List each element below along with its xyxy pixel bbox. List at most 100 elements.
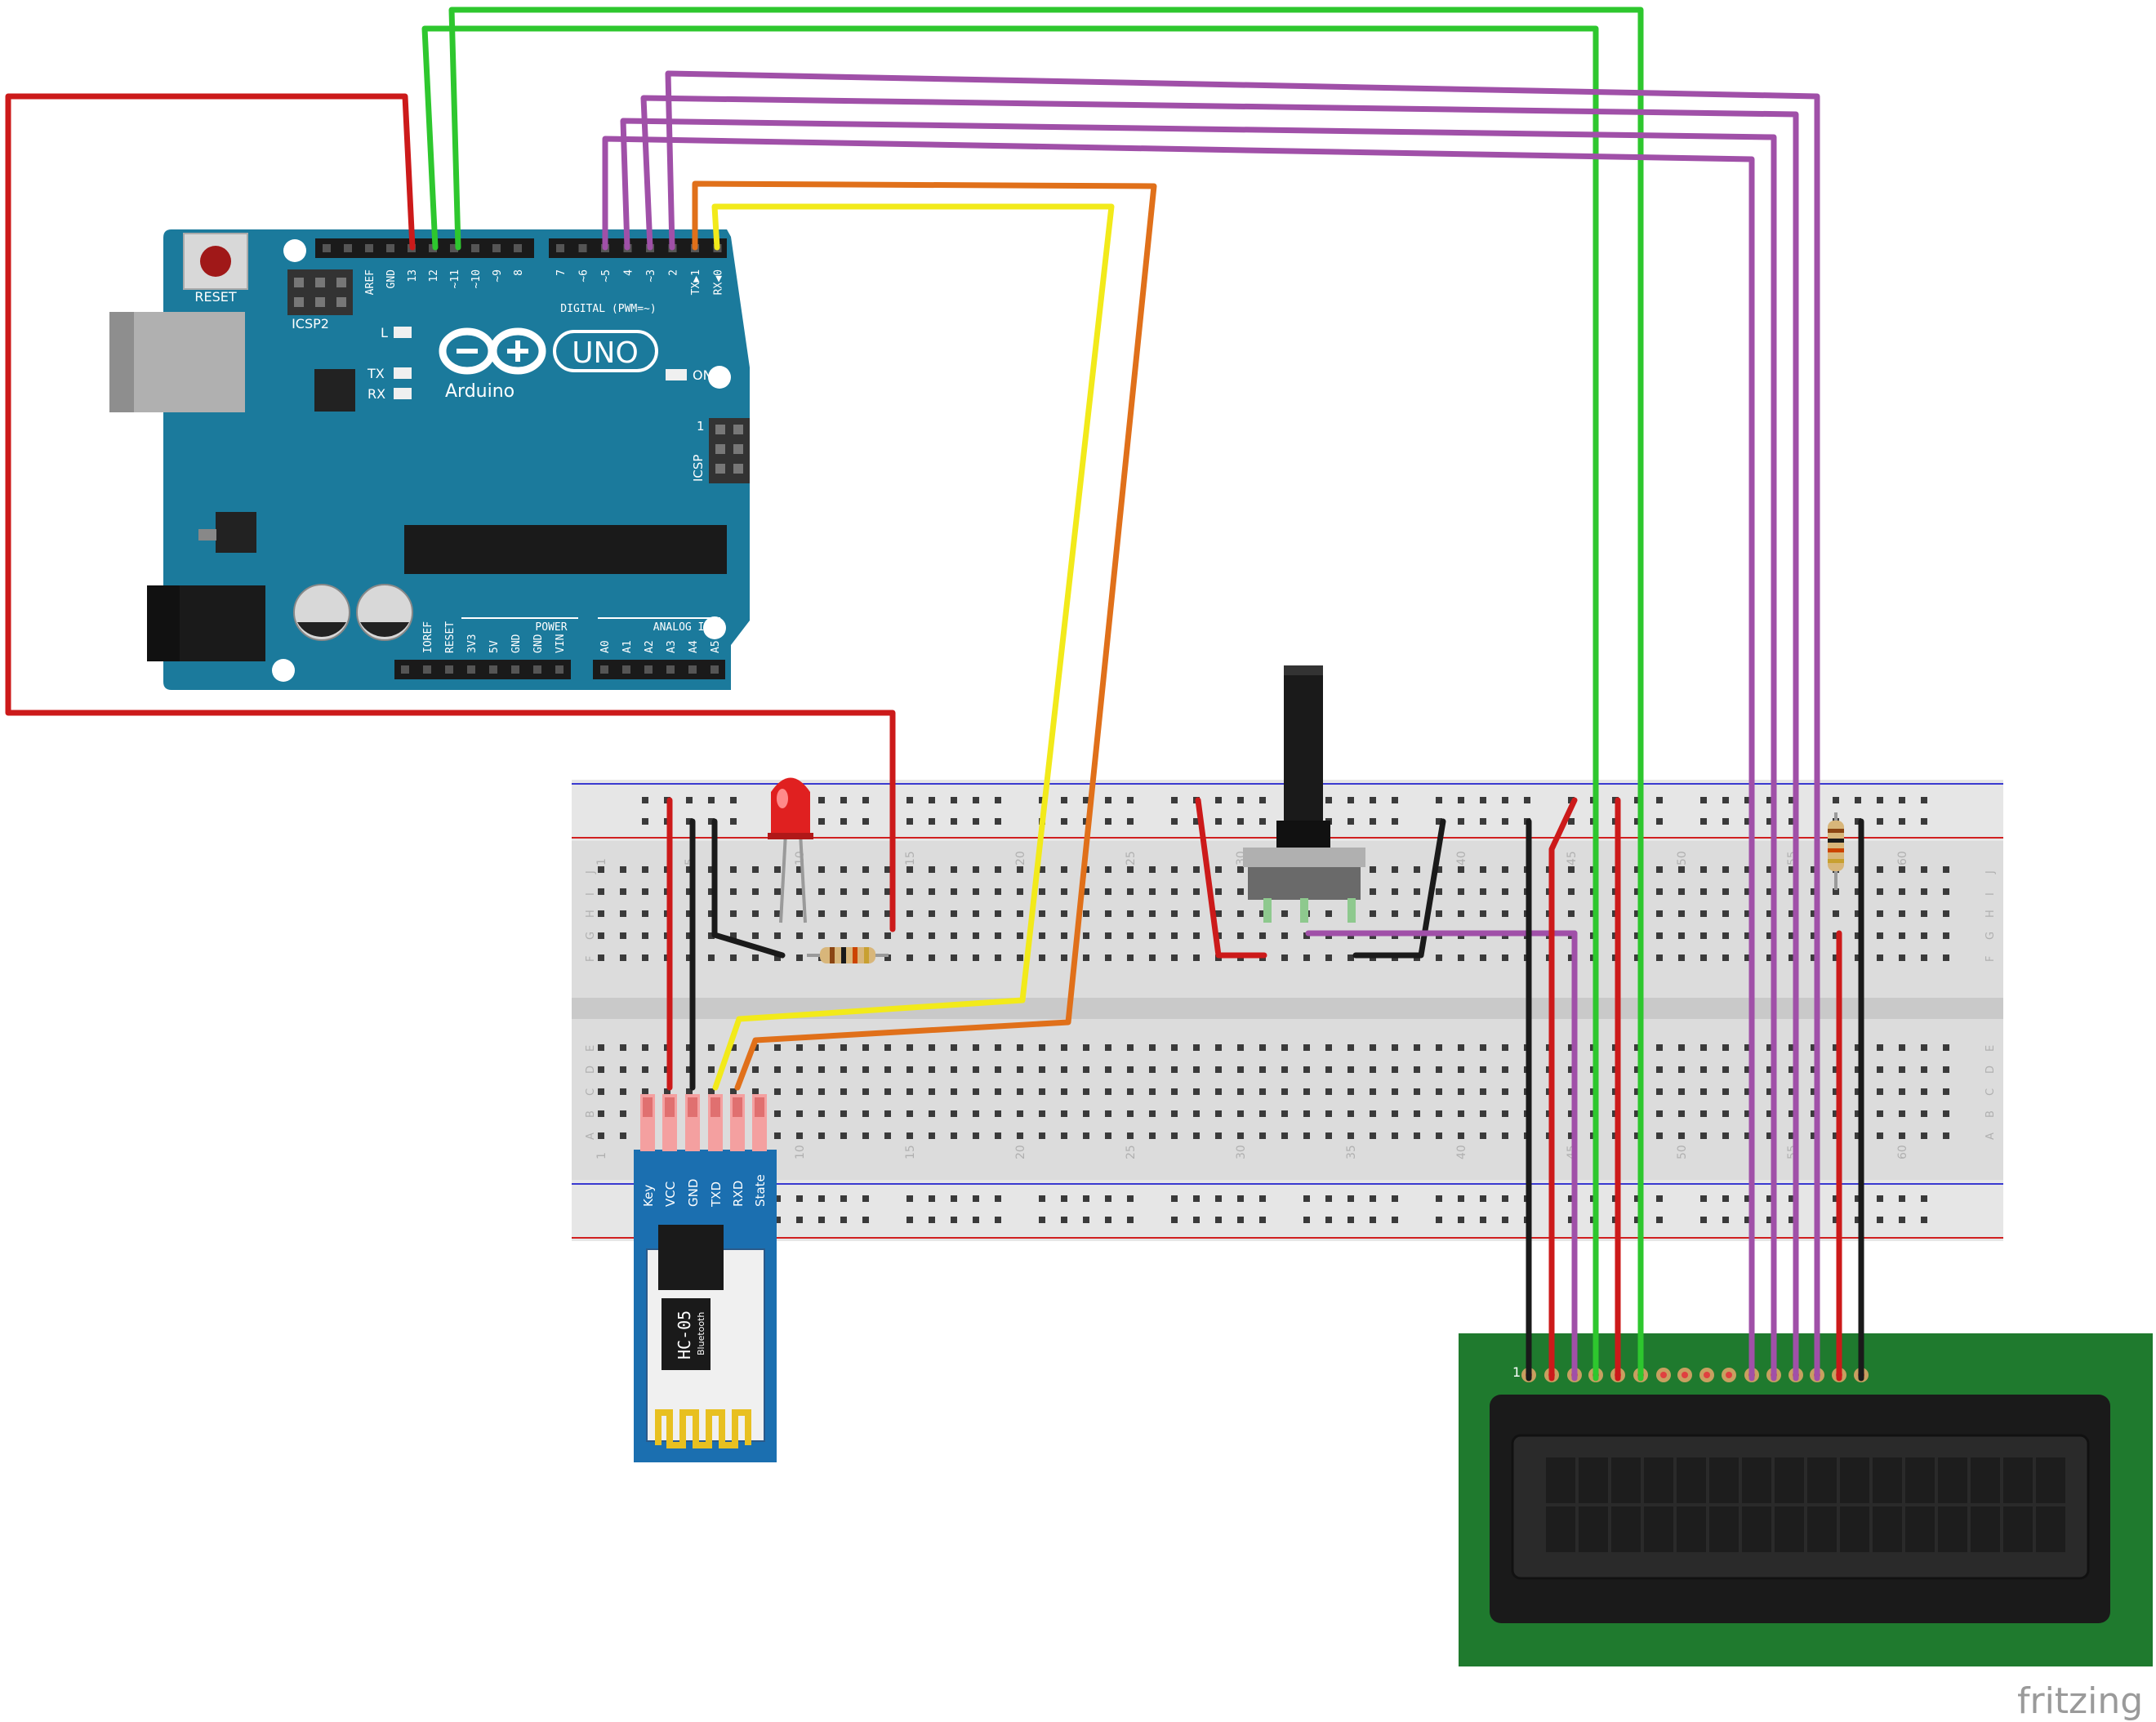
breadboard-hole <box>1921 932 1927 939</box>
breadboard-hole <box>1259 932 1266 939</box>
breadboard-hole <box>642 1066 648 1073</box>
breadboard-hole <box>1281 954 1288 961</box>
rail-hole <box>1259 818 1266 825</box>
rail-hole <box>1788 797 1795 803</box>
rail-hole <box>1899 818 1905 825</box>
rail-hole <box>862 1195 869 1202</box>
breadboard-hole <box>1833 1044 1839 1051</box>
breadboard-hole <box>1458 910 1464 917</box>
breadboard-hole <box>906 932 913 939</box>
lcd-cell <box>1546 1506 1575 1552</box>
breadboard-hole <box>1370 910 1376 917</box>
rail-hole <box>1083 797 1089 803</box>
column-number: 1 <box>595 1152 608 1159</box>
rail-hole <box>1833 1195 1839 1202</box>
breadboard-hole <box>796 910 803 917</box>
breadboard-hole <box>1259 1044 1266 1051</box>
breadboard-hole <box>1061 1088 1067 1095</box>
rail-hole <box>1855 797 1861 803</box>
breadboard-hole <box>1436 910 1442 917</box>
breadboard-hole <box>1436 1044 1442 1051</box>
icsp2-label: ICSP2 <box>292 316 329 331</box>
breadboard-hole <box>1127 932 1134 939</box>
breadboard-hole <box>884 866 891 873</box>
power-analog-pin-label: 5V <box>488 640 501 653</box>
wire-red-loop <box>5 93 896 932</box>
row-letter: A <box>1984 1132 1997 1140</box>
breadboard-hole <box>1017 1066 1023 1073</box>
rail-hole <box>642 797 648 803</box>
breadboard-hole <box>1325 1088 1332 1095</box>
breadboard-hole <box>598 1132 604 1139</box>
lcd-cell <box>2036 1457 2065 1503</box>
breadboard-hole <box>862 1132 869 1139</box>
power-analog-pin-label: 3V3 <box>466 634 479 653</box>
rail-hole <box>1744 797 1751 803</box>
rail-hole <box>1436 818 1442 825</box>
breadboard-hole <box>1480 1132 1486 1139</box>
breadboard-hole <box>929 1088 935 1095</box>
breadboard-hole <box>620 1044 626 1051</box>
rail-hole <box>951 818 957 825</box>
breadboard-hole <box>620 1066 626 1073</box>
breadboard-hole <box>1744 932 1751 939</box>
breadboard-hole <box>1833 910 1839 917</box>
breadboard-hole <box>862 1044 869 1051</box>
breadboard-hole <box>1083 932 1089 939</box>
breadboard-hole <box>620 932 626 939</box>
breadboard-hole <box>1700 866 1707 873</box>
breadboard-hole <box>598 888 604 895</box>
breadboard-hole <box>1722 866 1729 873</box>
hc05-name: HC-05 <box>675 1310 694 1359</box>
rail-hole <box>1877 818 1883 825</box>
breadboard-hole <box>1766 888 1773 895</box>
breadboard-hole <box>1149 866 1156 873</box>
rail-hole <box>1348 818 1354 825</box>
lcd-cell <box>1873 1457 1902 1503</box>
breadboard-hole <box>1568 1044 1575 1051</box>
hc05-pin-label: TXD <box>709 1181 724 1208</box>
breadboard-hole <box>774 866 781 873</box>
rail-hole <box>730 797 737 803</box>
breadboard-hole <box>840 1044 847 1051</box>
breadboard-hole <box>642 932 648 939</box>
breadboard-hole <box>1259 1110 1266 1117</box>
breadboard-hole <box>1943 1132 1949 1139</box>
breadboard-hole <box>1083 1088 1089 1095</box>
breadboard-hole <box>1502 1066 1508 1073</box>
breadboard-hole <box>1811 888 1817 895</box>
row-letter: B <box>585 1110 597 1118</box>
breadboard-hole <box>1656 1066 1663 1073</box>
rail-hole <box>929 1195 935 1202</box>
breadboard-hole <box>973 1044 979 1051</box>
breadboard-hole <box>1303 1132 1310 1139</box>
breadboard-hole <box>1237 1132 1244 1139</box>
rail-hole <box>1722 1217 1729 1223</box>
rail-hole <box>862 818 869 825</box>
rail-hole <box>840 818 847 825</box>
column-number: 15 <box>904 851 917 865</box>
breadboard-hole <box>1303 1044 1310 1051</box>
breadboard-hole <box>1811 910 1817 917</box>
breadboard-hole <box>1149 888 1156 895</box>
breadboard-hole <box>1105 910 1111 917</box>
rail-hole <box>1744 1217 1751 1223</box>
breadboard-hole <box>884 1088 891 1095</box>
lcd-display: 1 <box>1459 1333 2153 1666</box>
breadboard-hole <box>664 1088 670 1095</box>
breadboard-hole <box>840 866 847 873</box>
wire-yellow-rx <box>711 203 1115 1091</box>
breadboard-hole <box>906 954 913 961</box>
rail-hole <box>1392 1195 1398 1202</box>
breadboard-hole <box>1722 888 1729 895</box>
rail-hole <box>1325 1217 1332 1223</box>
breadboard-hole <box>1215 1110 1222 1117</box>
rail-hole <box>1259 797 1266 803</box>
breadboard-hole <box>620 888 626 895</box>
lcd-cell <box>1546 1457 1575 1503</box>
breadboard-hole <box>1348 954 1354 961</box>
rail-hole <box>708 797 715 803</box>
power-analog-header <box>394 660 725 679</box>
breadboard-hole <box>862 888 869 895</box>
rail-hole <box>818 797 825 803</box>
